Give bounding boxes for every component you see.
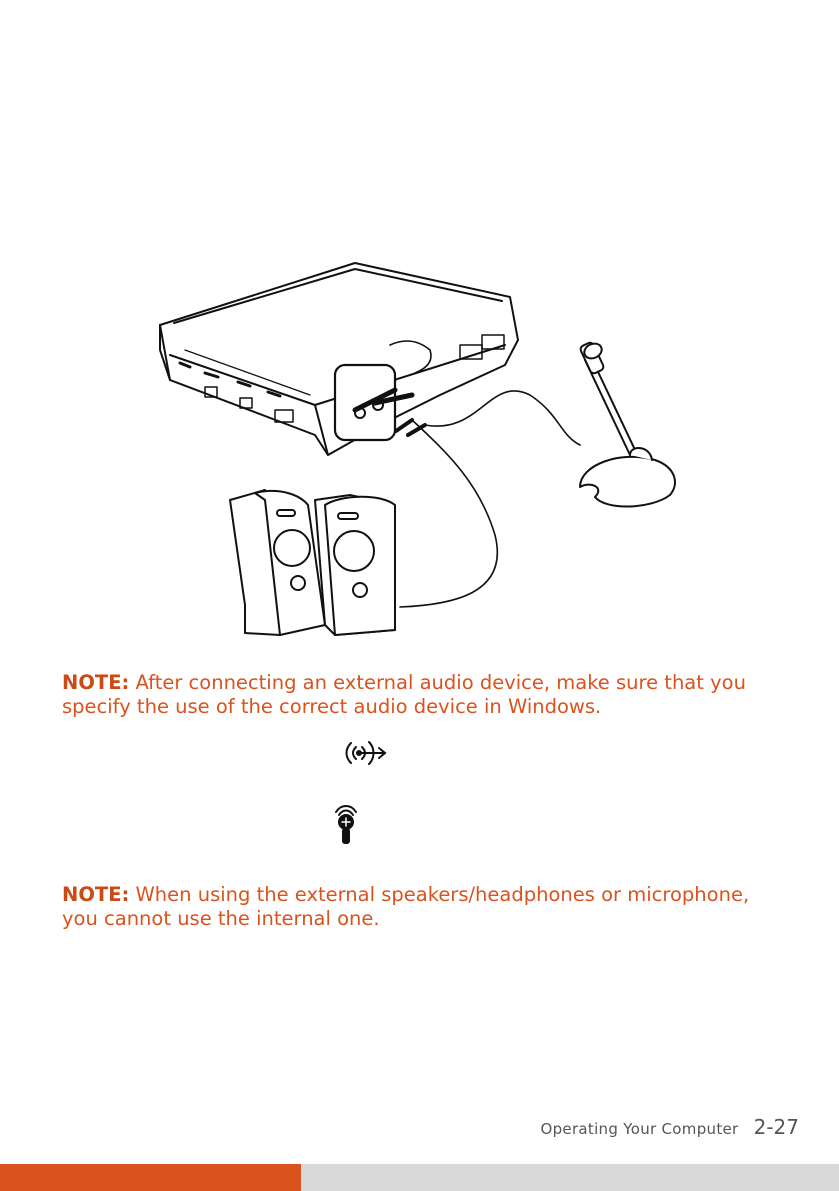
footer-bar <box>0 1164 839 1191</box>
speakers-drawing <box>230 490 395 635</box>
laptop-drawing <box>160 263 518 455</box>
note-text: When using the external speakers/headpho… <box>62 883 749 930</box>
audio-connection-illustration <box>150 255 730 645</box>
page-number: 2-27 <box>754 1115 799 1139</box>
microphone-icon <box>331 802 361 844</box>
cables-drawing <box>396 391 580 607</box>
audio-out-icon <box>343 738 389 768</box>
footer-accent-bar <box>0 1164 301 1191</box>
note-text: After connecting an external audio devic… <box>62 671 746 718</box>
note-external-audio: NOTE: After connecting an external audio… <box>62 671 782 719</box>
note-label: NOTE: <box>62 671 129 694</box>
note-label: NOTE: <box>62 883 129 906</box>
footer-section-title: Operating Your Computer <box>540 1120 738 1138</box>
page-footer: Operating Your Computer 2-27 <box>540 1115 799 1139</box>
microphone-drawing <box>579 341 675 507</box>
note-internal-device: NOTE: When using the external speakers/h… <box>62 883 782 931</box>
